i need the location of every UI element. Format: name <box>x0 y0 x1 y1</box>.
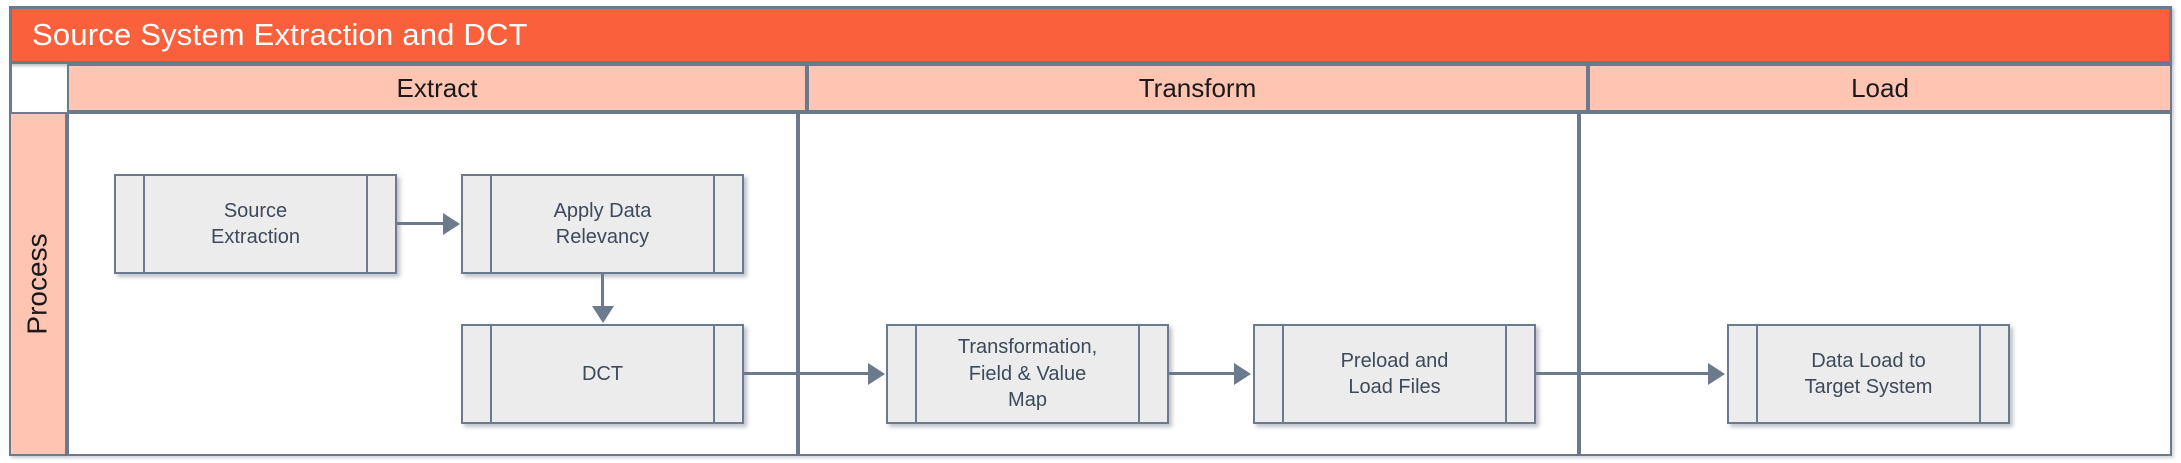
phase-header-band: Extract Transform Load <box>9 64 2172 112</box>
node-source-extraction[interactable]: Source Extraction <box>114 174 397 274</box>
node-source-extraction-label: Source Extraction <box>211 199 300 248</box>
connector-source-to-relevancy <box>397 222 444 225</box>
phase-header-transform-label: Transform <box>1138 72 1257 103</box>
lane-label-process[interactable]: Process <box>9 112 67 456</box>
lane-label-process-text: Process <box>22 233 53 335</box>
phase-header-load-label: Load <box>1851 72 1909 103</box>
connector-transformation-to-preload <box>1169 372 1235 375</box>
node-preload-load-files-label: Preload and Load Files <box>1340 349 1449 398</box>
arrowhead-relevancy-to-dct <box>592 306 614 323</box>
connector-preload-to-dataload <box>1536 372 1709 375</box>
diagram-title-bar: Source System Extraction and DCT <box>9 6 2172 64</box>
connector-relevancy-to-dct <box>601 274 604 307</box>
phase-header-extract-label: Extract <box>396 72 478 103</box>
node-dct-label: DCT <box>581 362 624 385</box>
arrowhead-transformation-to-preload <box>1234 363 1251 385</box>
arrowhead-preload-to-dataload <box>1708 363 1725 385</box>
node-apply-data-relevancy-label: Apply Data Relevancy <box>553 199 652 248</box>
phase-header-extract[interactable]: Extract <box>67 64 807 112</box>
node-dct[interactable]: DCT <box>461 324 744 424</box>
arrowhead-source-to-relevancy <box>443 213 460 235</box>
node-data-load-target[interactable]: Data Load to Target System <box>1727 324 2010 424</box>
connector-dct-to-transformation <box>744 372 869 375</box>
phase-header-load[interactable]: Load <box>1588 64 2172 112</box>
node-transformation-map[interactable]: Transformation, Field & Value Map <box>886 324 1169 424</box>
node-preload-load-files[interactable]: Preload and Load Files <box>1253 324 1536 424</box>
arrowhead-dct-to-transformation <box>868 363 885 385</box>
node-apply-data-relevancy[interactable]: Apply Data Relevancy <box>461 174 744 274</box>
diagram-title: Source System Extraction and DCT <box>32 17 528 52</box>
node-data-load-target-label: Data Load to Target System <box>1804 349 1933 398</box>
phase-header-transform[interactable]: Transform <box>807 64 1588 112</box>
node-transformation-map-label: Transformation, Field & Value Map <box>957 336 1098 412</box>
